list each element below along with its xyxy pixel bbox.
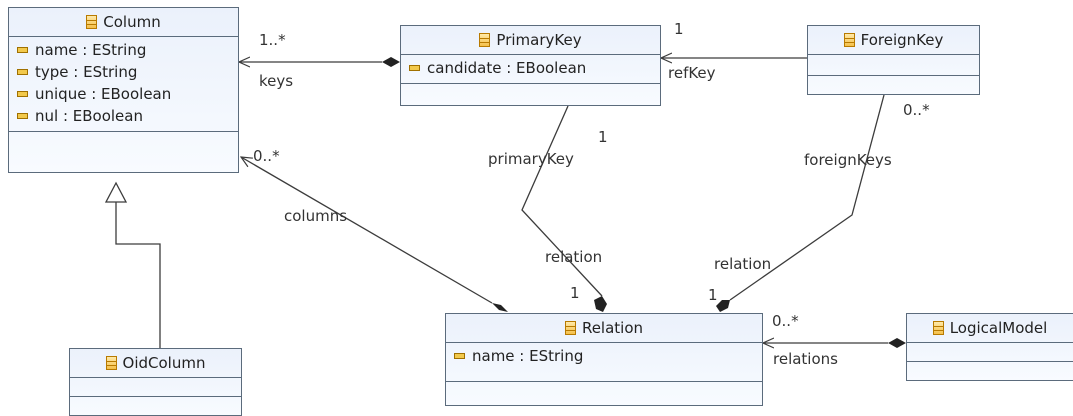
attribute-icon xyxy=(409,65,420,71)
primarykey-association xyxy=(521,105,603,297)
operations-compartment xyxy=(907,362,1073,374)
class-name: Column xyxy=(103,13,161,31)
foreignkeys-association xyxy=(729,94,885,301)
class-icon xyxy=(479,33,491,47)
columns-multiplicity: 0..* xyxy=(253,147,280,165)
class-header: Column xyxy=(9,8,238,37)
foreignkeys-multiplicity: 0..* xyxy=(903,101,930,119)
attribute-icon xyxy=(17,91,28,97)
foreignkeys-role: foreignKeys xyxy=(804,151,892,169)
operations-compartment xyxy=(808,76,979,88)
generalization-arrowhead xyxy=(104,181,128,203)
operations-compartment xyxy=(446,382,762,394)
attribute[interactable]: candidate : EBoolean xyxy=(401,57,660,79)
class-column[interactable]: Column name : EString type : EString uni… xyxy=(8,7,239,173)
class-logicalmodel[interactable]: LogicalModel xyxy=(906,313,1073,381)
class-header: PrimaryKey xyxy=(401,26,660,55)
attribute-icon xyxy=(454,353,465,359)
primarykey-multiplicity: 1 xyxy=(598,128,608,146)
refkey-role: refKey xyxy=(668,64,716,82)
class-relation[interactable]: Relation name : EString xyxy=(445,313,763,406)
attribute-icon xyxy=(17,69,28,75)
attribute[interactable]: unique : EBoolean xyxy=(9,83,238,105)
relations-multiplicity: 0..* xyxy=(772,312,799,330)
attributes-compartment: name : EString xyxy=(446,343,762,382)
class-icon xyxy=(932,321,944,335)
operations-compartment xyxy=(70,397,241,409)
class-name: Relation xyxy=(581,319,644,337)
pk-relation-role: relation xyxy=(545,248,603,266)
operations-compartment xyxy=(9,132,238,144)
class-icon xyxy=(105,356,117,370)
attribute-icon xyxy=(17,113,28,119)
class-oidcolumn[interactable]: OidColumn xyxy=(69,348,242,416)
class-header: LogicalModel xyxy=(907,314,1073,343)
relations-composition-diamond xyxy=(888,338,906,348)
primarykey-role: primaryKey xyxy=(488,150,574,168)
class-name: OidColumn xyxy=(122,354,206,372)
attribute[interactable]: name : EString xyxy=(446,345,762,367)
class-name: LogicalModel xyxy=(949,319,1048,337)
attributes-compartment xyxy=(808,55,979,76)
operations-compartment xyxy=(401,84,660,96)
relations-role: relations xyxy=(773,350,838,368)
class-header: Relation xyxy=(446,314,762,343)
fk-relation-role: relation xyxy=(714,255,772,273)
generalization-line xyxy=(115,202,161,348)
pk-relation-diamond xyxy=(594,296,607,312)
class-primarykey[interactable]: PrimaryKey candidate : EBoolean xyxy=(400,25,661,106)
attribute[interactable]: type : EString xyxy=(9,61,238,83)
class-icon xyxy=(564,321,576,335)
fk-relation-diamond xyxy=(716,300,730,312)
refkey-multiplicity: 1 xyxy=(674,20,684,38)
columns-role: columns xyxy=(284,207,348,225)
class-header: ForeignKey xyxy=(808,26,979,55)
class-name: ForeignKey xyxy=(860,31,944,49)
columns-association xyxy=(241,157,493,304)
attributes-compartment: candidate : EBoolean xyxy=(401,55,660,84)
pk-relation-multiplicity: 1 xyxy=(570,284,580,302)
class-header: OidColumn xyxy=(70,349,241,378)
attributes-compartment: name : EString type : EString unique : E… xyxy=(9,37,238,132)
class-icon xyxy=(86,15,98,29)
class-foreignkey[interactable]: ForeignKey xyxy=(807,25,980,95)
attributes-compartment xyxy=(907,343,1073,362)
keys-composition-diamond xyxy=(382,57,400,67)
attribute-icon xyxy=(17,47,28,53)
attribute[interactable]: name : EString xyxy=(9,39,238,61)
attribute[interactable]: nul : EBoolean xyxy=(9,105,238,127)
class-name: PrimaryKey xyxy=(496,31,582,49)
class-icon xyxy=(843,33,855,47)
columns-composition-diamond xyxy=(492,303,508,312)
attributes-compartment xyxy=(70,378,241,397)
keys-role: keys xyxy=(259,72,294,90)
keys-multiplicity: 1..* xyxy=(259,31,286,49)
fk-relation-multiplicity: 1 xyxy=(708,286,718,304)
